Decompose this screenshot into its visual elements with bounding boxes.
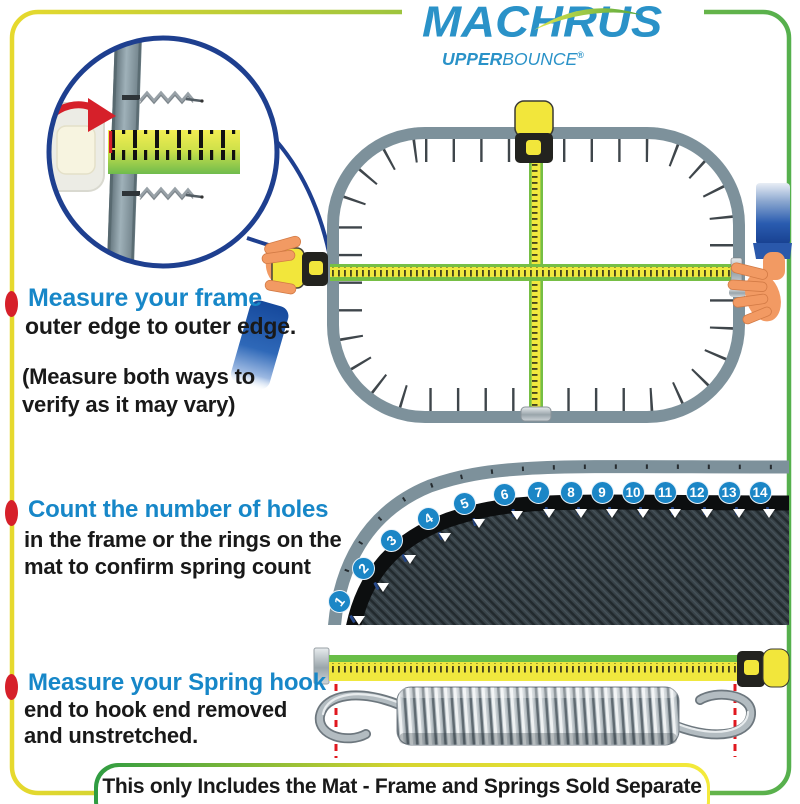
mat-ring — [763, 509, 775, 518]
vertical-tape-measure — [514, 100, 554, 422]
left-hand-holding-tape — [231, 235, 328, 390]
spring-measure-illustration — [313, 647, 790, 758]
section1-note-line2: verify as it may vary) — [22, 392, 236, 417]
mat-ring — [511, 511, 523, 520]
hole-number-badge: 12 — [685, 480, 709, 504]
mat-ring — [404, 555, 416, 564]
mat-ring — [733, 509, 745, 518]
logo-swoosh-icon — [534, 8, 642, 30]
section3-heading: Measure your Spring hook — [28, 669, 326, 696]
mat-ring — [701, 509, 713, 518]
trampoline-frame-diagram — [327, 127, 745, 423]
section1-bullet — [5, 291, 18, 317]
hole-number-badge: 11 — [653, 480, 677, 504]
mat-ring — [473, 519, 485, 528]
mat-ring — [606, 509, 618, 518]
section2-bullet — [5, 500, 18, 526]
section1-note-line1: (Measure both ways to — [22, 364, 255, 389]
hole-number-badge: 14 — [748, 480, 772, 504]
hole-number-badge: 9 — [590, 480, 614, 504]
hole-number-badge: 10 — [621, 480, 645, 504]
horizontal-tape-measure — [330, 264, 737, 281]
section2-body-line1: in the frame or the rings on the — [24, 527, 342, 552]
mat-ring — [669, 509, 681, 518]
brand-logo: MACHRUS UPPERBOUNCE® — [402, 0, 704, 76]
mat-ring — [439, 533, 451, 542]
section3-body-line1: end to hook end removed — [24, 697, 288, 722]
section2-heading: Count the number of holes — [28, 496, 329, 523]
right-hand-holding-tape-end — [727, 183, 792, 325]
section1-heading: Measure your frame — [28, 284, 262, 312]
hole-number-badge: 13 — [717, 480, 741, 504]
spring-pin-icon — [122, 90, 204, 105]
zoom-circle-illustration — [46, 35, 280, 269]
brand-wordmark: MACHRUS — [422, 0, 663, 46]
footer-disclaimer-box: This only Includes the Mat - Frame and S… — [94, 763, 710, 804]
section3-bullet — [5, 674, 18, 700]
mat-ring — [543, 509, 555, 518]
section1-subtext: outer edge to outer edge. — [25, 313, 297, 339]
mat-ring — [353, 616, 365, 625]
footer-disclaimer-text: This only Includes the Mat - Frame and S… — [102, 774, 702, 798]
mat-ring — [377, 583, 389, 592]
ruler-icon — [108, 130, 240, 174]
section2-body-line2: mat to confirm spring count — [24, 554, 311, 579]
hole-number-badge: 8 — [559, 480, 583, 504]
brand-subtitle: UPPERBOUNCE® — [442, 49, 584, 69]
mat-ring — [575, 509, 587, 518]
section3-body-line2: and unstretched. — [24, 723, 199, 748]
spring-pin-icon — [122, 186, 204, 201]
mat-ring — [637, 509, 649, 518]
